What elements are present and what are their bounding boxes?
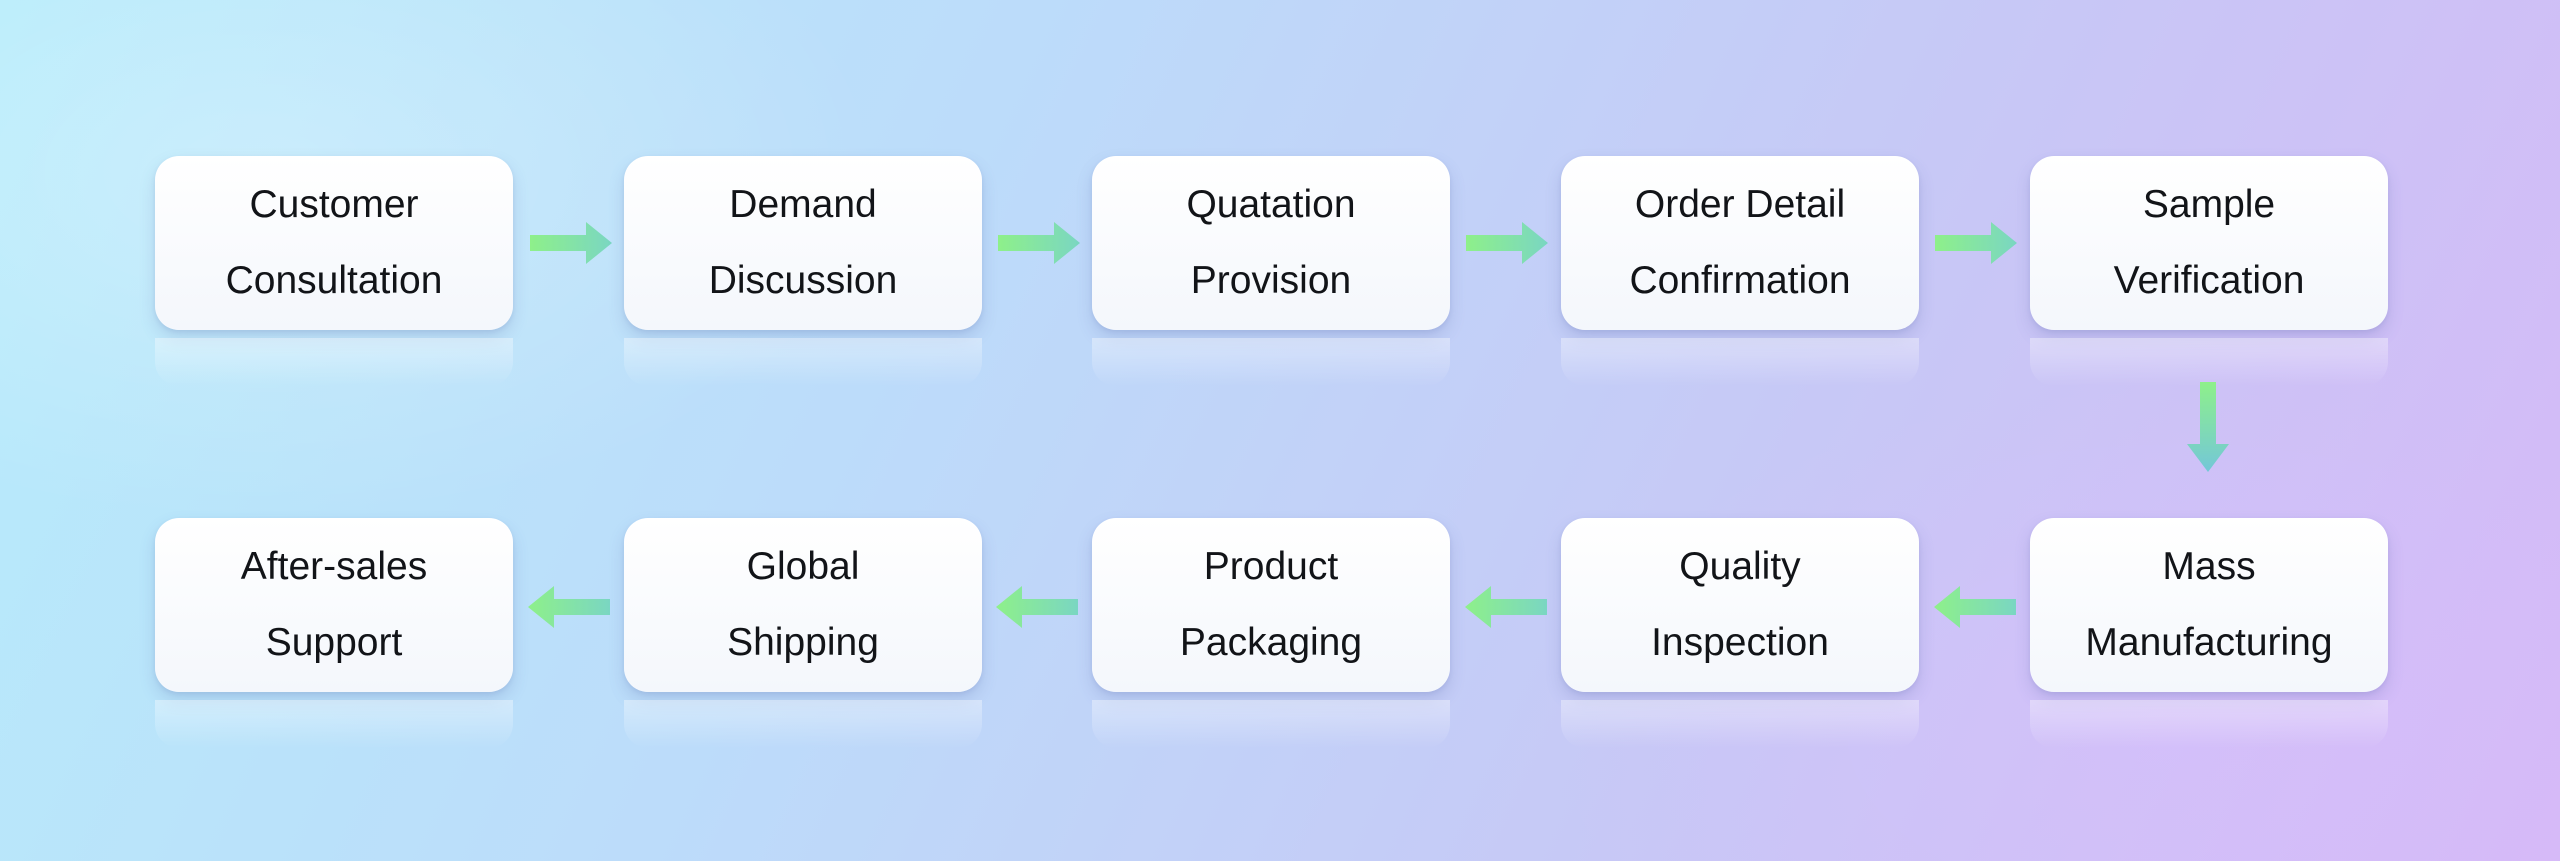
arrow-left-icon [1465,586,1547,628]
step-label-line2: Verification [2113,259,2305,302]
step-label-line1: Global [746,545,860,588]
step-label-line1: Customer [249,183,419,226]
step-after-sales-support: After-sales Support [155,518,513,748]
step-label-line1: Mass [2162,545,2256,588]
arrow-down-icon [2187,382,2229,472]
arrow-right-icon [998,222,1080,264]
step-quatation-provision: Quatation Provision [1092,156,1450,386]
step-label-line2: Manufacturing [2085,621,2333,664]
step-label-line2: Packaging [1179,621,1363,664]
arrow-right-icon [1466,222,1548,264]
arrow-right-icon [530,222,612,264]
arrow-left-icon [996,586,1078,628]
step-label-line2: Discussion [708,259,898,302]
step-label-line1: Demand [729,183,877,226]
arrow-left-icon [1934,586,2016,628]
step-customer-consultation: Customer Consultation [155,156,513,386]
step-label-line1: Order Detail [1634,183,1846,226]
step-label-line1: After-sales [240,545,428,588]
step-label-line1: Product [1203,545,1339,588]
step-label-line2: Inspection [1651,621,1829,664]
step-product-packaging: Product Packaging [1092,518,1450,748]
step-label-line2: Confirmation [1629,259,1851,302]
step-order-detail-confirmation: Order Detail Confirmation [1561,156,1919,386]
step-label-line1: Quality [1679,545,1801,588]
step-quality-inspection: Quality Inspection [1561,518,1919,748]
step-demand-discussion: Demand Discussion [624,156,982,386]
arrow-right-icon [1935,222,2017,264]
step-label-line2: Support [265,621,403,664]
step-sample-verification: Sample Verification [2030,156,2388,386]
step-label-line1: Sample [2142,183,2276,226]
step-global-shipping: Global Shipping [624,518,982,748]
step-mass-manufacturing: Mass Manufacturing [2030,518,2388,748]
step-label-line1: Quatation [1186,183,1356,226]
step-label-line2: Consultation [225,259,443,302]
step-label-line2: Shipping [727,621,879,664]
arrow-left-icon [528,586,610,628]
step-label-line2: Provision [1190,259,1352,302]
